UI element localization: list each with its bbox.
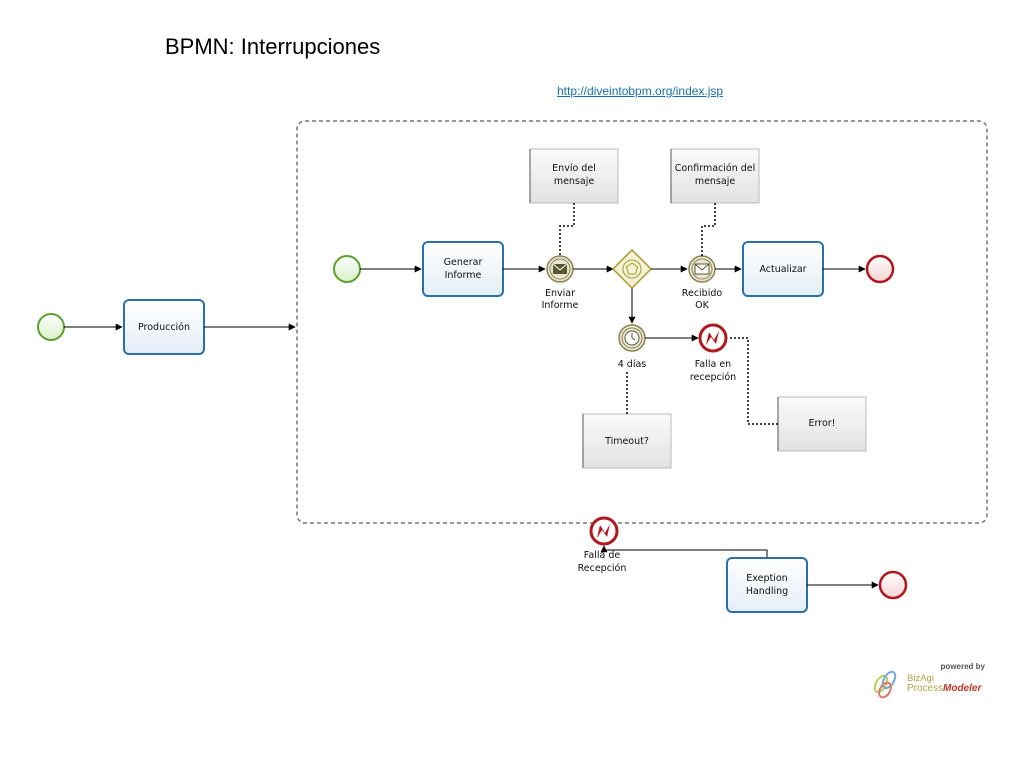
flow-exception-to-boundary — [600, 545, 768, 558]
event-recibido-label-1: Recibido — [682, 288, 723, 299]
event-enviar-informe[interactable] — [546, 255, 574, 283]
task-exception-label-2: Handling — [746, 586, 788, 597]
exception-end-event[interactable] — [878, 570, 908, 600]
event-falla-en-recepcion[interactable] — [698, 323, 728, 353]
boundary-event-label-1: Falla de — [584, 550, 621, 561]
brand-product-a: Process — [907, 683, 943, 694]
bizagi-logo: powered by BizAgi Process Modeler — [873, 662, 986, 699]
annotation-envio-line-2: mensaje — [554, 176, 595, 187]
bizagi-chain-icon — [873, 670, 897, 699]
annotation-timeout[interactable] — [582, 413, 672, 469]
annotation-error-label: Error! — [809, 418, 836, 429]
annotation-confirmacion-line-2: mensaje — [695, 176, 736, 187]
page-title: BPMN: Interrupciones — [165, 34, 381, 59]
event-recibido-label-2: OK — [695, 300, 709, 311]
annotation-confirmacion-line-1: Confirmación del — [675, 163, 756, 174]
annotation-confirmacion[interactable] — [670, 148, 760, 204]
annotation-envio-line-1: Envío del — [552, 163, 596, 174]
task-exception-label-1: Exeption — [746, 573, 787, 584]
event-timer-label: 4 días — [618, 359, 647, 370]
pentagon-icon — [625, 262, 639, 275]
boundary-event-label-2: Recepción — [578, 563, 627, 574]
brand-name: BizAgi — [907, 673, 934, 684]
inner-start-event[interactable] — [333, 255, 361, 283]
event-recibido-ok[interactable] — [688, 255, 716, 283]
association-error — [730, 337, 778, 425]
event-enviar-label-2: Informe — [542, 300, 579, 311]
error-lightning-icon — [706, 331, 719, 345]
brand-product-b: Modeler — [943, 683, 982, 694]
association-confirmacion — [701, 203, 716, 256]
event-enviar-label-1: Enviar — [545, 288, 575, 299]
annotation-envio[interactable] — [529, 148, 619, 204]
task-generar-label-1: Generar — [444, 257, 483, 268]
outer-start-event[interactable] — [37, 313, 65, 341]
boundary-event-falla-de-recepcion[interactable] — [589, 516, 619, 546]
association-envio — [559, 203, 575, 256]
task-exception-handling[interactable] — [726, 557, 808, 613]
envelope-icon — [552, 263, 568, 274]
boundary-error-lightning-icon — [597, 524, 610, 538]
annotation-error[interactable] — [777, 396, 867, 452]
event-based-gateway[interactable] — [611, 248, 653, 290]
task-actualizar-label: Actualizar — [759, 264, 806, 275]
reference-link[interactable]: http://diveintobpm.org/index.jsp — [557, 84, 724, 98]
event-falla-inner-label-1: Falla en — [695, 359, 731, 370]
envelope-outline-icon — [694, 263, 710, 275]
brand-powered-by: powered by — [941, 662, 986, 671]
task-generar-label-2: Informe — [445, 270, 482, 281]
event-falla-inner-label-2: recepción — [690, 372, 736, 383]
subprocess-container — [296, 120, 988, 524]
clock-icon — [624, 330, 640, 346]
task-generar-informe[interactable] — [422, 241, 504, 297]
task-produccion-label: Producción — [138, 322, 190, 333]
inner-end-event[interactable] — [865, 254, 895, 284]
event-timer-4-dias[interactable] — [618, 324, 646, 352]
annotation-timeout-label: Timeout? — [604, 436, 649, 447]
